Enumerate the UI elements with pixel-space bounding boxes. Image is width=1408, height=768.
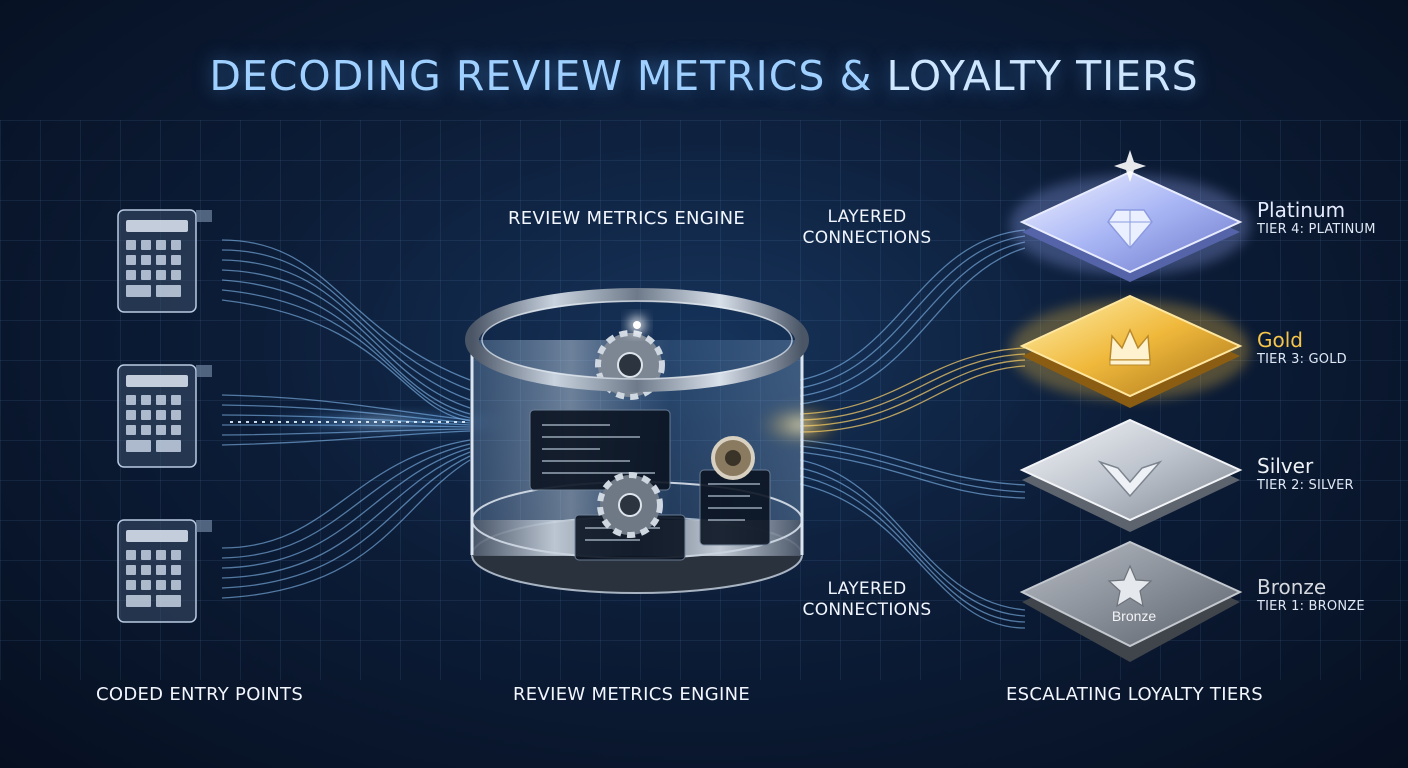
- wings-icon: [1097, 460, 1163, 498]
- gear-icon: [711, 436, 755, 480]
- layered-top-line1: LAYERED: [827, 207, 907, 227]
- tier-sub: TIER 1: BRONZE: [1257, 599, 1365, 614]
- tier-label-bronze: Bronze TIER 1: BRONZE: [1257, 575, 1365, 614]
- gear-icon: [597, 472, 663, 538]
- tier-sub: TIER 4: PLATINUM: [1257, 222, 1376, 237]
- tier-sub: TIER 3: GOLD: [1257, 352, 1347, 367]
- tier-name: Platinum: [1257, 198, 1346, 222]
- entry-points-label: CODED ENTRY POINTS: [96, 684, 304, 705]
- tier-plate-gold[interactable]: [1010, 294, 1250, 408]
- title-part-2: LOYALTY TIERS: [886, 52, 1199, 100]
- page-title: DECODING REVIEW METRICS & LOYALTY TIERS: [0, 52, 1408, 100]
- metrics-engine-cylinder: [465, 288, 809, 594]
- tier-label-silver: Silver TIER 2: SILVER: [1257, 454, 1354, 493]
- tier-name: Bronze: [1257, 575, 1327, 599]
- tier-name: Silver: [1257, 454, 1314, 478]
- tier-label-platinum: Platinum TIER 4: PLATINUM: [1257, 198, 1376, 237]
- star-icon: [1107, 564, 1153, 608]
- code-panel: [529, 409, 671, 491]
- tier-plate-silver[interactable]: [1019, 418, 1243, 532]
- loyalty-tiers-label: ESCALATING LOYALTY TIERS: [1006, 684, 1264, 705]
- tier-label-gold: Gold TIER 3: GOLD: [1257, 328, 1347, 367]
- tier-plate-bronze[interactable]: Bronze: [1019, 540, 1243, 662]
- left-connection-lines: [221, 239, 471, 599]
- calculator-icon[interactable]: [117, 364, 212, 468]
- engine-label-top: REVIEW METRICS ENGINE: [508, 208, 746, 229]
- calculator-icon[interactable]: [117, 209, 212, 313]
- calculator-icon[interactable]: [117, 519, 212, 623]
- layered-bottom-line1: LAYERED: [827, 579, 907, 599]
- tier-plate-platinum[interactable]: [1010, 150, 1250, 282]
- layered-bottom-line2: CONNECTIONS: [802, 600, 932, 620]
- crown-icon: [1109, 328, 1151, 366]
- engine-label-bottom: REVIEW METRICS ENGINE: [513, 684, 751, 705]
- tier-name: Gold: [1257, 328, 1303, 352]
- tier-sub: TIER 2: SILVER: [1257, 478, 1354, 493]
- layered-connections-label-top: LAYERED CONNECTIONS: [792, 207, 942, 249]
- layered-top-line2: CONNECTIONS: [802, 228, 932, 248]
- sparkle-icon: [1114, 150, 1146, 182]
- diamond-icon: [1107, 209, 1153, 250]
- bronze-plate-label: Bronze: [1112, 608, 1157, 624]
- left-data-stream: [230, 414, 510, 430]
- right-connection-lines: [799, 229, 1026, 629]
- layered-connections-label-bottom: LAYERED CONNECTIONS: [792, 579, 942, 621]
- title-part-1: DECODING REVIEW METRICS &: [209, 52, 887, 100]
